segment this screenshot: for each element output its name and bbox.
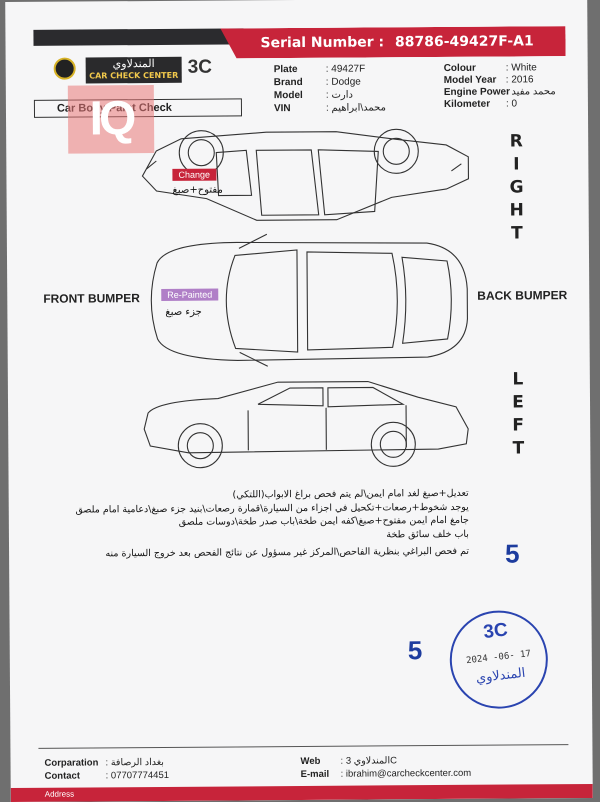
car-top-view xyxy=(150,233,468,367)
address-label: Address xyxy=(44,789,75,799)
repainted-tag: Re-Painted xyxy=(161,288,219,301)
letter-e: E xyxy=(512,392,524,413)
note-line: باب خلف سائق طخة xyxy=(386,528,469,540)
letter-g: G xyxy=(509,177,524,198)
letter-f: F xyxy=(512,415,525,436)
handwritten-number-2: 5 xyxy=(407,635,423,666)
iq-watermark-logo: IQ xyxy=(67,85,155,154)
front-bumper-label: FRONT BUMPER xyxy=(43,291,141,306)
contact-value: : 07707774451 xyxy=(105,769,170,782)
car-left-side-view xyxy=(143,380,469,469)
note-line: تم فحص البراغي بنظرية الفاحص\المركز غير … xyxy=(105,545,470,559)
handwritten-number: 5 xyxy=(504,538,520,569)
letter-l: L xyxy=(512,369,524,390)
web-value: : المندلاوي 3C xyxy=(340,755,397,767)
web-label: Web xyxy=(300,755,321,767)
back-bumper-label: BACK BUMPER xyxy=(477,288,568,303)
change-tag: Change xyxy=(172,168,216,181)
letter-t2: T xyxy=(512,438,525,459)
corp-value: : بغداد الرصافة xyxy=(105,756,164,769)
address-bar: Address xyxy=(10,783,593,802)
contact-label: Contact xyxy=(44,770,81,782)
right-side-label: R I G H T xyxy=(506,130,527,245)
inspection-notes: تعديل+صبغ لغد امام ايمن\لم يتم فحص براغ … xyxy=(49,487,469,561)
letter-t: T xyxy=(510,223,523,244)
repainted-note: جزء صبغ xyxy=(165,306,202,318)
email-label: E-mail xyxy=(300,768,330,780)
stamp-name: المندلاوي xyxy=(475,665,527,687)
email-value: : ibrahim@carcheckcenter.com xyxy=(340,767,472,780)
left-side-label: L E F T xyxy=(508,368,529,460)
inspection-report-page: Serial Number : 88786-49427F-A1 المندلاو… xyxy=(5,0,593,802)
letter-i: I xyxy=(513,154,520,175)
letter-r: R xyxy=(509,131,523,152)
change-note: مفتوح+صبغ xyxy=(172,184,223,196)
letter-h: H xyxy=(509,200,524,221)
corp-label: Corparation xyxy=(44,757,99,769)
